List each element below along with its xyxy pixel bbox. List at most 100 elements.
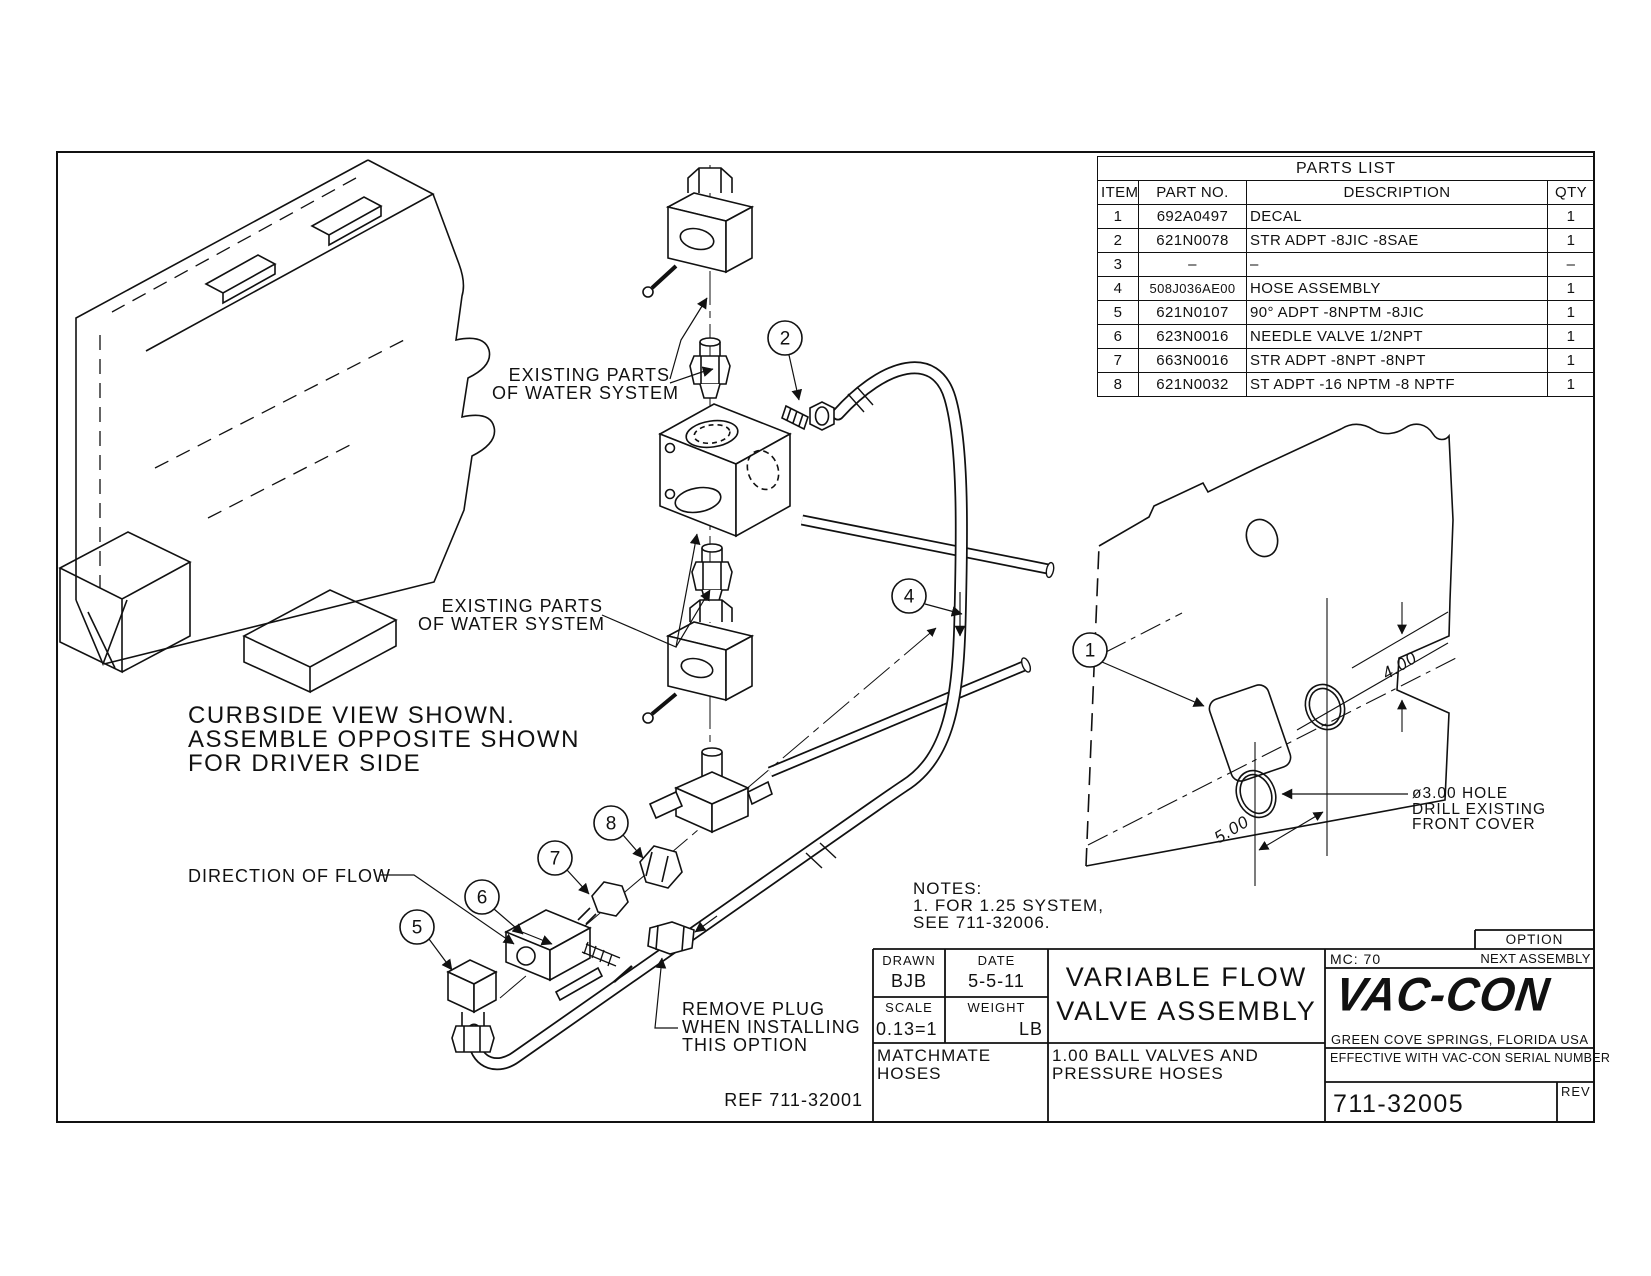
callout-4-number: 4: [904, 587, 915, 608]
weight-label: WEIGHT: [967, 1000, 1026, 1015]
matchmate-line2: HOSES: [877, 1064, 942, 1083]
drawn-label: DRAWN: [882, 953, 936, 968]
part-no-cell: 508J036AE00: [1138, 276, 1247, 301]
logo-address: GREEN COVE SPRINGS, FLORIDA USA: [1331, 1032, 1589, 1047]
content-desc-line1: 1.00 BALL VALVES AND: [1052, 1046, 1259, 1065]
qty-cell: 1: [1546, 348, 1596, 373]
plate-hole-top: [1245, 518, 1279, 558]
item-cell: 8: [1097, 372, 1139, 397]
qty-cell: 1: [1546, 204, 1596, 229]
existing-pipes: [767, 514, 1055, 778]
scale-value: 0.13=1: [876, 1019, 938, 1039]
item-cell: 4: [1097, 276, 1139, 301]
parts-row: 7 663N0016 STR ADPT -8NPT -8NPT 1: [1097, 348, 1596, 373]
drill-hole-line1: ø3.00 HOLE: [1412, 785, 1509, 802]
col-part-no: PART NO.: [1138, 180, 1247, 205]
view-note-line3: FOR DRIVER SIDE: [188, 750, 422, 777]
existing-parts-line2: OF WATER SYSTEM: [418, 614, 606, 634]
parts-list-title: PARTS LIST: [1096, 156, 1596, 181]
view-note-line2: ASSEMBLE OPPOSITE SHOWN: [188, 726, 580, 753]
description-cell: STR ADPT -8NPT -8NPT: [1246, 348, 1548, 373]
plate-hole-middle: [1304, 683, 1346, 731]
part-no-cell: 623N0016: [1138, 324, 1247, 349]
parts-row: 3 – – –: [1097, 252, 1596, 277]
effective-note: EFFECTIVE WITH VAC-CON SERIAL NUMBER: [1330, 1051, 1611, 1065]
description-cell: HOSE ASSEMBLY: [1246, 276, 1548, 301]
item-cell: 6: [1097, 324, 1139, 349]
parts-list-header-row: ITEM PART NO. DESCRIPTION QTY: [1097, 180, 1596, 205]
item-cell: 2: [1097, 228, 1139, 253]
date-label: DATE: [977, 953, 1016, 968]
notes-line1: 1. FOR 1.25 SYSTEM,: [913, 896, 1104, 915]
direction-of-flow-label: DIRECTION OF FLOW: [188, 866, 391, 886]
existing-parts-line2: OF WATER SYSTEM: [492, 383, 680, 403]
matchmate-line1: MATCHMATE: [877, 1046, 992, 1065]
part-no-cell: 621N0078: [1138, 228, 1247, 253]
part-no-cell: –: [1138, 252, 1247, 277]
item-cell: 3: [1097, 252, 1139, 277]
existing-parts-label-upper: EXISTING PARTS OF WATER SYSTEM: [492, 365, 680, 403]
existing-parts-line1: EXISTING PARTS: [441, 596, 603, 616]
parts-row: 8 621N0032 ST ADPT -16 NPTM -8 NPTF 1: [1097, 372, 1596, 397]
description-cell: 90° ADPT -8NPTM -8JIC: [1246, 300, 1548, 325]
callout-7: 7: [537, 840, 573, 876]
mc-number: MC: 70: [1330, 951, 1382, 967]
notes-title: NOTES:: [913, 879, 983, 898]
callout-2: 2: [767, 320, 803, 356]
callout-balloons: 1 2 4 5 6 7 8: [399, 320, 1108, 945]
col-description: DESCRIPTION: [1246, 180, 1548, 205]
part-no-cell: 621N0032: [1138, 372, 1247, 397]
qty-cell: 1: [1546, 300, 1596, 325]
callout-8-number: 8: [606, 814, 617, 835]
drawing-number: 711-32005: [1333, 1090, 1465, 1118]
parts-row: 2 621N0078 STR ADPT -8JIC -8SAE 1: [1097, 228, 1596, 253]
callout-2-number: 2: [780, 329, 791, 350]
drawing-title-line2: VALVE ASSEMBLY: [1056, 996, 1317, 1026]
qty-cell: 1: [1546, 228, 1596, 253]
drawn-value: BJB: [890, 971, 927, 991]
remove-plug-label: REMOVE PLUG WHEN INSTALLING THIS OPTION: [682, 1000, 861, 1054]
hose-assembly: [467, 361, 968, 1071]
option-label: OPTION: [1505, 932, 1564, 947]
drawing-title-line1: VARIABLE FLOW: [1065, 962, 1308, 992]
callout-6: 6: [464, 879, 500, 915]
parts-list-table: PARTS LIST ITEM PART NO. DESCRIPTION QTY…: [1096, 156, 1596, 397]
item-cell: 7: [1097, 348, 1139, 373]
plate-hole-drill: [1235, 769, 1277, 819]
valve-assembly: [446, 167, 835, 1053]
qty-cell: 1: [1546, 324, 1596, 349]
col-qty: QTY: [1546, 180, 1596, 205]
drill-hole-note: ø3.00 HOLE DRILL EXISTING FRONT COVER: [1412, 786, 1546, 833]
tee-fitting: [648, 747, 773, 834]
flow-arrow-hose: [694, 915, 718, 933]
col-item: ITEM: [1097, 180, 1139, 205]
parts-list-title-row: PARTS LIST: [1096, 156, 1596, 181]
dimension-lines: [1254, 598, 1449, 886]
leader-lines: [380, 297, 1408, 1029]
part-no-cell: 692A0497: [1138, 204, 1247, 229]
rev-label: REV: [1561, 1084, 1591, 1099]
callout-5: 5: [399, 909, 435, 945]
drill-hole-line3: FRONT COVER: [1412, 816, 1536, 833]
date-value: 5-5-11: [968, 971, 1025, 991]
front-cover-plate: [1085, 423, 1459, 886]
title-block-grid: [872, 929, 1594, 1122]
weight-value: LB: [1018, 1019, 1043, 1039]
remove-plug-line3: THIS OPTION: [682, 1035, 809, 1055]
notes-block: NOTES: 1. FOR 1.25 SYSTEM, SEE 711-32006…: [913, 880, 1104, 931]
existing-parts-line1: EXISTING PARTS: [508, 365, 670, 385]
view-note: CURBSIDE VIEW SHOWN. ASSEMBLE OPPOSITE S…: [188, 704, 580, 776]
parts-row: 4 508J036AE00 HOSE ASSEMBLY 1: [1097, 276, 1596, 301]
item-cell: 5: [1097, 300, 1139, 325]
callout-8: 8: [593, 805, 629, 841]
description-cell: –: [1246, 252, 1548, 277]
ball-valve-top: [642, 167, 755, 298]
elbow-fitting: [446, 959, 498, 1053]
ball-valve-lower: [642, 599, 755, 724]
callout-6-number: 6: [477, 888, 488, 909]
description-cell: ST ADPT -16 NPTM -8 NPTF: [1246, 372, 1548, 397]
parts-row: 6 623N0016 NEEDLE VALVE 1/2NPT 1: [1097, 324, 1596, 349]
callout-7-number: 7: [550, 849, 561, 870]
